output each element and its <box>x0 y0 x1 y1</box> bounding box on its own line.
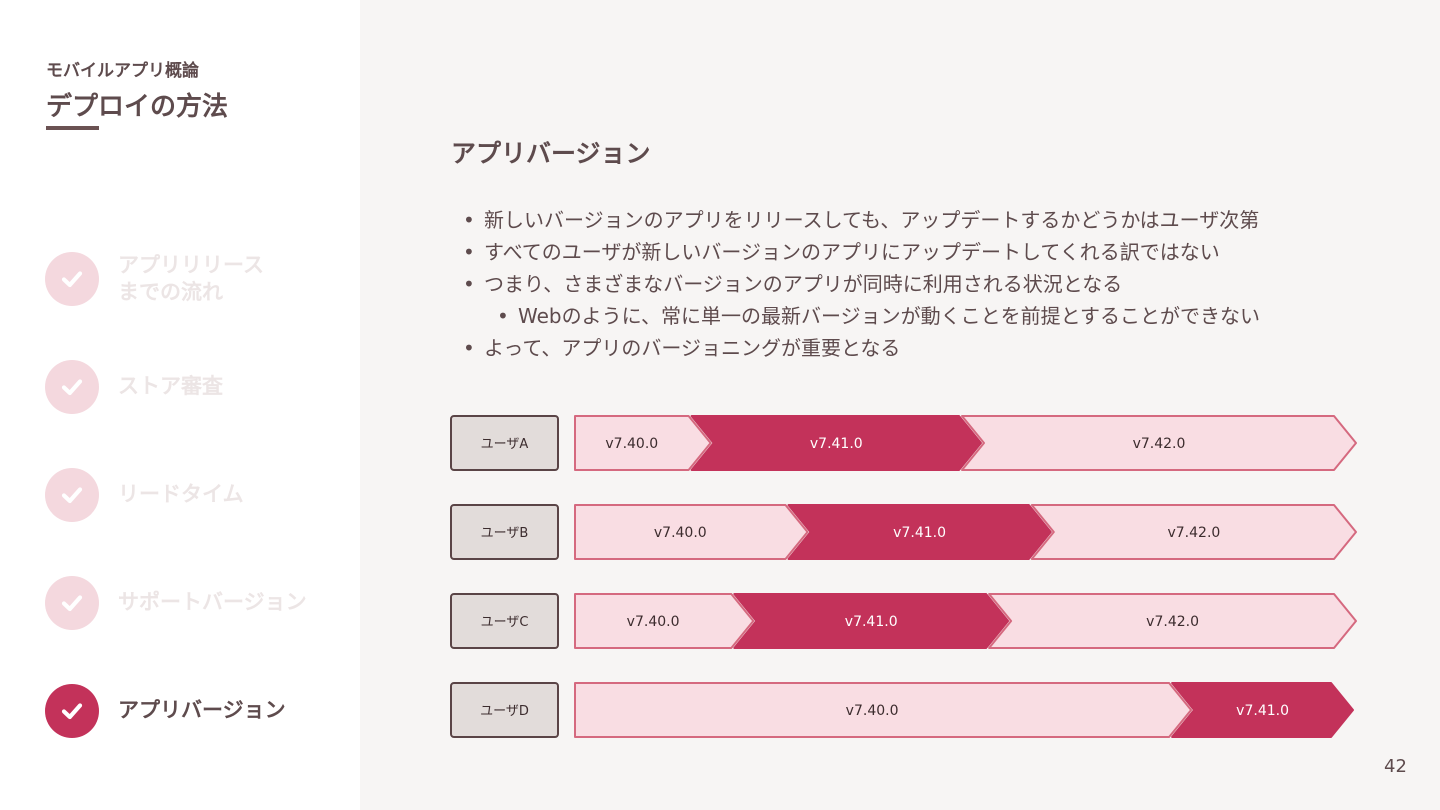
title-underline <box>46 126 99 130</box>
version-segment <box>1171 682 1354 738</box>
version-segment <box>787 504 1052 560</box>
version-segment <box>961 415 1357 471</box>
nav-item-lead-time[interactable]: リードタイム <box>45 467 345 523</box>
nav-item-store-review[interactable]: ストア審査 <box>45 359 345 415</box>
version-segment <box>1030 504 1357 560</box>
timeline-row: ユーザB v7.40.0 v7.41.0 v7.42.0 <box>450 504 1357 560</box>
user-label: ユーザB <box>481 526 529 541</box>
nav-label: リードタイム <box>118 482 244 507</box>
version-label: v7.41.0 <box>1236 703 1289 719</box>
check-icon <box>45 684 99 738</box>
version-label: v7.40.0 <box>605 436 658 452</box>
nav-item-support-version[interactable]: サポートバージョン <box>45 575 345 631</box>
version-label: v7.40.0 <box>654 525 707 541</box>
nav-label: サポートバージョン <box>118 590 307 615</box>
bullet-item: 新しいバージョンのアプリをリリースしても、アップデートするかどうかはユーザ次第 <box>460 204 1380 236</box>
check-icon <box>45 360 99 414</box>
timeline-row: ユーザA v7.40.0 v7.41.0 v7.42.0 <box>450 415 1357 471</box>
version-label: v7.40.0 <box>627 614 680 630</box>
nav-item-app-version[interactable]: アプリバージョン <box>45 683 345 739</box>
course-title: モバイルアプリ概論 <box>46 61 199 81</box>
user-label: ユーザC <box>481 615 529 630</box>
nav-label: ストア審査 <box>118 374 223 399</box>
user-label: ユーザA <box>481 437 529 452</box>
section-title: デプロイの方法 <box>46 92 229 122</box>
version-label: v7.41.0 <box>845 614 898 630</box>
timeline-row: ユーザC v7.40.0 v7.41.0 v7.42.0 <box>450 593 1357 649</box>
nav-item-release-flow[interactable]: アプリリリース までの流れ <box>45 251 345 307</box>
check-icon <box>45 576 99 630</box>
check-icon <box>45 468 99 522</box>
version-label: v7.42.0 <box>1146 614 1199 630</box>
version-label: v7.42.0 <box>1133 436 1186 452</box>
version-label: v7.40.0 <box>846 703 899 719</box>
version-label: v7.41.0 <box>893 525 946 541</box>
version-segment <box>574 415 712 471</box>
page-number: 42 <box>1384 756 1407 777</box>
version-segment <box>574 682 1193 738</box>
version-segment <box>690 415 982 471</box>
version-label: v7.42.0 <box>1167 525 1220 541</box>
version-segment <box>733 593 1010 649</box>
sidebar: モバイルアプリ概論 デプロイの方法 アプリリリース までの流れ ストア審査 リー… <box>0 0 360 810</box>
user-label-box <box>450 415 559 471</box>
check-icon <box>45 252 99 306</box>
version-label: v7.41.0 <box>810 436 863 452</box>
version-segment <box>988 593 1357 649</box>
sub-bullet-item: Webのように、常に単一の最新バージョンが動くことを前提とすることができない <box>494 300 1380 332</box>
bullet-item: よって、アプリのバージョニングが重要となる <box>460 332 1380 364</box>
user-label: ユーザD <box>480 704 529 719</box>
timeline-row: ユーザD v7.40.0 v7.41.0 <box>450 682 1354 738</box>
slide-heading: アプリバージョン <box>451 139 651 168</box>
user-label-box <box>450 593 559 649</box>
version-timeline-chart: ユーザA v7.40.0 v7.41.0 v7.42.0 ユーザB v7.40.0 v7.4… <box>450 415 1357 738</box>
bullet-item: つまり、さまざまなバージョンのアプリが同時に利用される状況となる <box>460 268 1380 300</box>
user-label-box <box>450 504 559 560</box>
version-segment <box>574 504 809 560</box>
bullet-list: 新しいバージョンのアプリをリリースしても、アップデートするかどうかはユーザ次第 … <box>460 204 1380 364</box>
nav-label: アプリリリース までの流れ <box>118 252 264 304</box>
version-segment <box>574 593 755 649</box>
bullet-item: すべてのユーザが新しいバージョンのアプリにアップデートしてくれる訳ではない <box>460 236 1380 268</box>
user-label-box <box>450 682 559 738</box>
nav-label: アプリバージョン <box>118 698 286 723</box>
